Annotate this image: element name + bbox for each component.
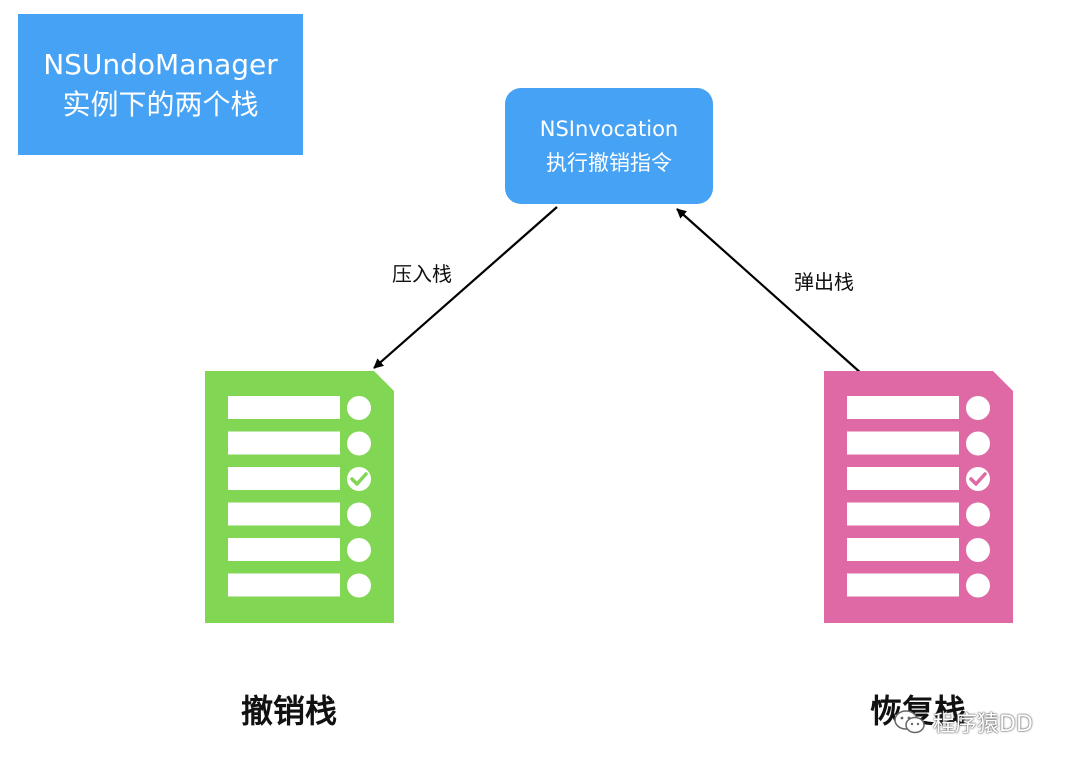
- redo-stack-row-1-circle-icon: [966, 396, 990, 420]
- watermark: 程序猿DD: [893, 706, 1033, 738]
- undo-stack-row-5-circle-icon: [347, 538, 371, 562]
- redo-stack-row-3: [847, 467, 959, 490]
- redo-stack-document: [824, 371, 1013, 623]
- redo-stack-row-4: [847, 502, 959, 526]
- redo-stack-row-1: [847, 396, 959, 419]
- redo-stack-row-4-circle-icon: [966, 502, 990, 527]
- undo-stack-row-6-circle-icon: [347, 573, 371, 598]
- pop-label: 弹出栈: [794, 270, 854, 294]
- redo-stack-row-5: [847, 538, 959, 561]
- title-line-2: 实例下的两个栈: [62, 87, 259, 121]
- undo-stack-row-2: [228, 431, 340, 455]
- undo-stack-row-1-circle-icon: [347, 396, 371, 420]
- undo-stack-row-2-circle-icon: [347, 431, 371, 456]
- undo-stack-row-4: [228, 502, 340, 526]
- pop-arrow: [676, 208, 863, 375]
- watermark-text: 程序猿DD: [933, 712, 1033, 737]
- undo-stack-rows: [228, 396, 371, 598]
- undo-stack-row-5: [228, 538, 340, 561]
- redo-stack-row-5-circle-icon: [966, 538, 990, 562]
- redo-stack-row-2-circle-icon: [966, 431, 990, 456]
- title-box: NSUndoManager 实例下的两个栈: [18, 14, 303, 155]
- push-label: 压入栈: [392, 262, 452, 286]
- undo-stack-row-1: [228, 396, 340, 419]
- redo-stack-checkmark-icon: [969, 472, 987, 486]
- invocation-box: NSInvocation 执行撤销指令: [505, 88, 713, 204]
- redo-stack-rows: [847, 396, 990, 598]
- undo-stack-label: 撤销栈: [240, 692, 337, 730]
- push-arrow: [373, 206, 558, 369]
- title-line-1: NSUndoManager: [43, 47, 278, 81]
- invocation-line-1: NSInvocation: [539, 117, 679, 141]
- undo-stack-row-4-circle-icon: [347, 502, 371, 527]
- undo-stack-checkmark-icon: [350, 472, 368, 486]
- undo-stack-row-3: [228, 467, 340, 490]
- redo-stack-row-6: [847, 573, 959, 597]
- undo-stack-document: [205, 371, 394, 623]
- wechat-icon: [894, 710, 925, 734]
- redo-stack-row-6-circle-icon: [966, 573, 990, 598]
- undo-stack-row-6: [228, 573, 340, 597]
- redo-stack-row-2: [847, 431, 959, 455]
- invocation-line-2: 执行撤销指令: [546, 151, 672, 175]
